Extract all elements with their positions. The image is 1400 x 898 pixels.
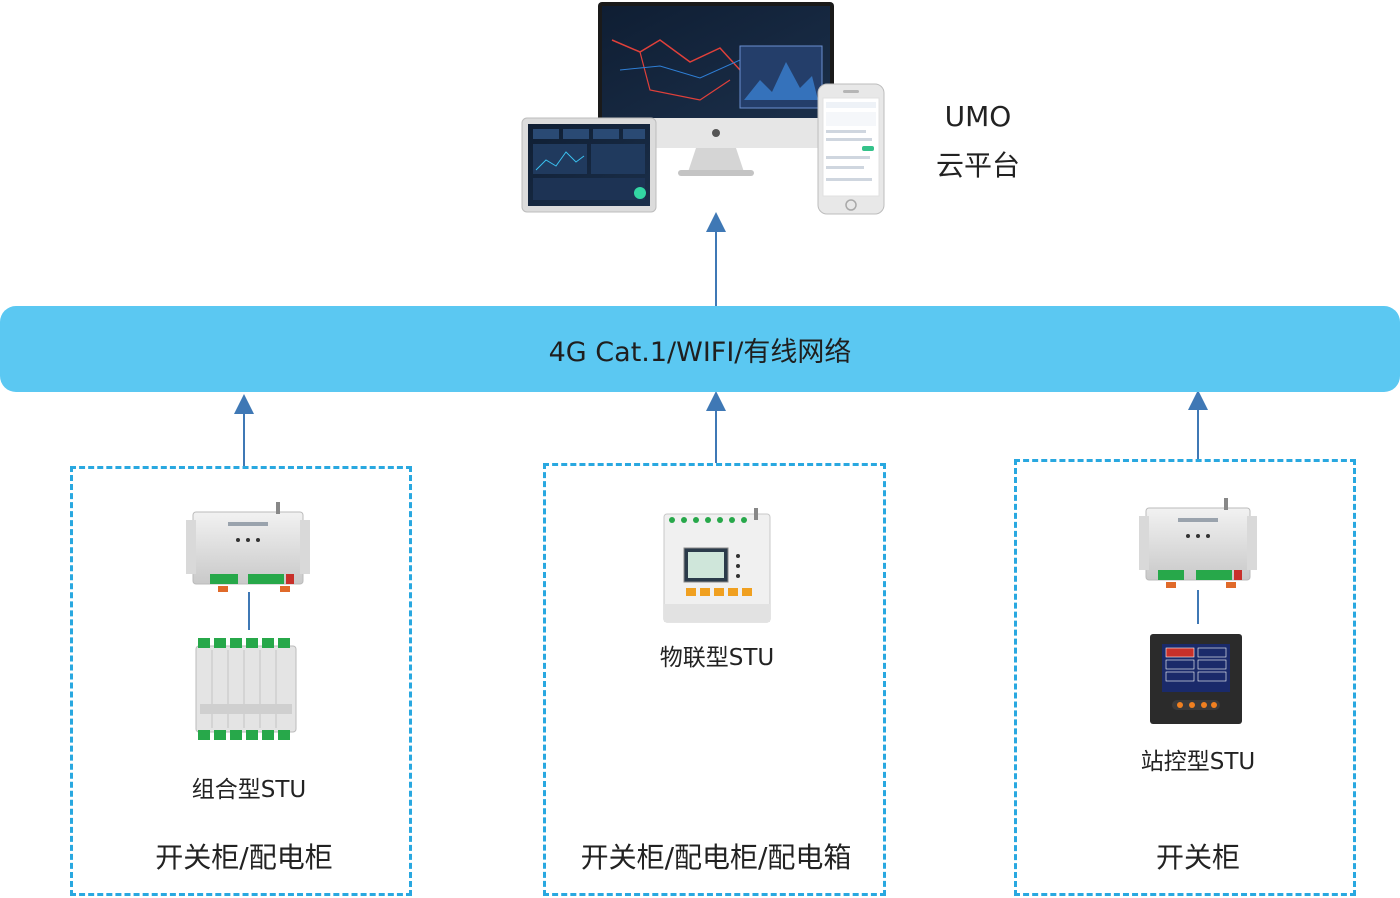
stu-box-iot	[543, 463, 886, 896]
device-label-station: 站控型STU	[1140, 749, 1256, 775]
din-rail-module-icon	[186, 502, 310, 592]
tablet-icon	[521, 117, 657, 213]
stu-box-combo	[70, 466, 412, 896]
device-label-combo: 组合型STU	[191, 777, 307, 803]
platform-label-line1: UMO	[944, 100, 1012, 133]
phone-icon	[817, 83, 885, 215]
network-bar: 4G Cat.1/WIFI/有线网络	[0, 306, 1400, 392]
cabinet-label-iot: 开关柜/配电柜/配电箱	[580, 841, 852, 874]
station-controller-icon	[1150, 634, 1242, 724]
switch-module-icon	[195, 638, 297, 740]
cabinet-label-station: 开关柜	[1155, 841, 1240, 874]
stu-box-station	[1014, 459, 1356, 896]
cabinet-label-combo: 开关柜/配电柜	[155, 841, 333, 874]
platform-label-line2: 云平台	[935, 149, 1020, 182]
network-label: 4G Cat.1/WIFI/有线网络	[548, 336, 852, 368]
device-label-iot: 物联型STU	[659, 645, 775, 671]
iot-meter-icon	[663, 508, 771, 623]
din-rail-module-icon	[1139, 498, 1257, 588]
